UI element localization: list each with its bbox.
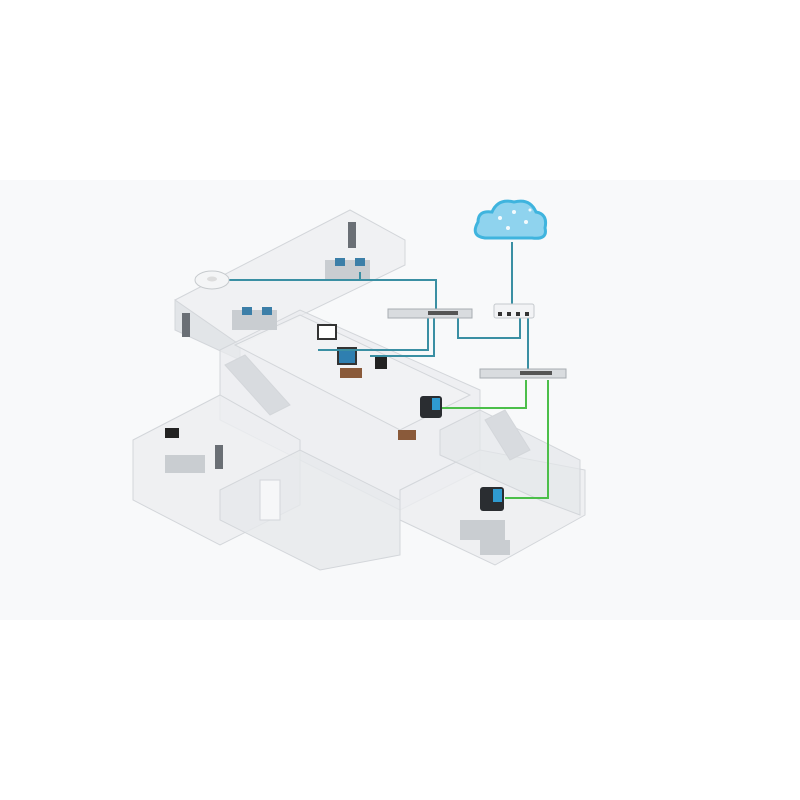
access-point-icon <box>194 270 230 290</box>
ap-link <box>228 279 437 312</box>
stairs-left <box>224 354 291 416</box>
computer-icon <box>165 324 416 440</box>
ip-phone-icon <box>480 487 504 511</box>
desk-link-2 <box>370 318 435 357</box>
switch-icon <box>387 308 473 319</box>
cloud-icon <box>473 199 548 240</box>
phone-link-1 <box>442 380 527 409</box>
voice-links <box>442 380 549 499</box>
right-tower <box>439 409 581 516</box>
stairs-right <box>484 409 531 461</box>
router-icon <box>493 303 535 319</box>
server-rack-icon <box>348 222 356 248</box>
desk-link-1 <box>318 318 429 351</box>
ip-phone-icon <box>420 396 442 418</box>
data-links <box>228 242 529 370</box>
server-rack-icon <box>182 313 190 337</box>
server-rack-icon <box>215 445 223 469</box>
switch-icon <box>479 368 567 379</box>
furniture <box>165 222 510 555</box>
desk-cluster <box>165 258 510 555</box>
switch-router-link <box>457 318 521 339</box>
phone-link-2 <box>505 380 549 499</box>
doorway <box>259 479 281 521</box>
